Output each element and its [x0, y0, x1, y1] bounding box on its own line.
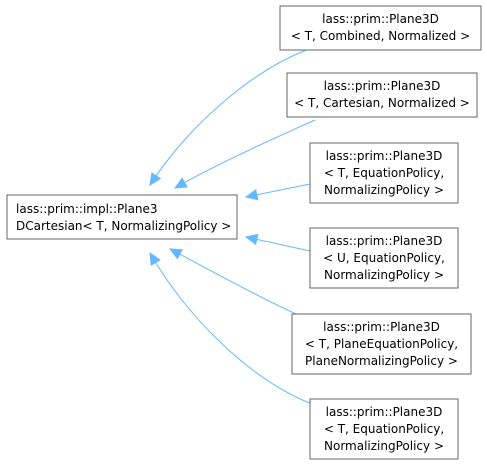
derived-class-1-line-2: < T, Combined, Normalized >	[291, 29, 470, 43]
derived-class-4-line-2: < U, EquationPolicy,	[323, 251, 445, 265]
derived-class-node-6[interactable]: lass::prim::Plane3D < T, EquationPolicy,…	[309, 398, 459, 460]
derived-class-3-line-2: < T, EquationPolicy,	[324, 166, 444, 180]
derived-class-node-2[interactable]: lass::prim::Plane3D < T, Cartesian, Norm…	[286, 72, 478, 118]
derived-class-5-line-2: < T, PlaneEquationPolicy,	[305, 337, 458, 351]
derived-class-2-line-2: < T, Cartesian, Normalized >	[294, 96, 470, 110]
derived-class-3-line-3: NormalizingPolicy >	[324, 183, 444, 197]
derived-class-4-line-1: lass::prim::Plane3D	[326, 234, 443, 248]
derived-class-6-line-2: < T, EquationPolicy,	[324, 422, 444, 436]
derived-class-6-line-3: NormalizingPolicy >	[324, 439, 444, 453]
derived-class-6-line-1: lass::prim::Plane3D	[326, 405, 443, 419]
derived-class-2-line-1: lass::prim::Plane3D	[324, 79, 441, 93]
derived-class-1-line-1: lass::prim::Plane3D	[322, 12, 439, 26]
base-class-line-2: DCartesian< T, NormalizingPolicy >	[16, 219, 231, 233]
derived-class-node-3[interactable]: lass::prim::Plane3D < T, EquationPolicy,…	[309, 142, 459, 204]
derived-class-4-line-3: NormalizingPolicy >	[324, 268, 444, 282]
derived-class-node-5[interactable]: lass::prim::Plane3D < T, PlaneEquationPo…	[291, 313, 472, 375]
inheritance-edge-1	[149, 47, 313, 187]
inheritance-edge-2	[173, 119, 316, 189]
inheritance-edge-5	[168, 248, 306, 319]
derived-class-3-line-1: lass::prim::Plane3D	[326, 149, 443, 163]
inheritance-edge-6	[149, 251, 313, 405]
derived-class-5-line-3: PlaneNormalizingPolicy >	[305, 354, 458, 368]
inheritance-edge-4	[244, 233, 311, 252]
base-class-line-1: lass::prim::impl::Plane3	[16, 202, 158, 216]
base-class-node[interactable]: lass::prim::impl::Plane3 DCartesian< T, …	[6, 194, 238, 240]
inheritance-edge-3	[244, 183, 311, 201]
derived-class-node-4[interactable]: lass::prim::Plane3D < U, EquationPolicy,…	[309, 227, 459, 289]
derived-class-node-1[interactable]: lass::prim::Plane3D < T, Combined, Norma…	[279, 5, 482, 51]
derived-class-5-line-1: lass::prim::Plane3D	[323, 320, 440, 334]
